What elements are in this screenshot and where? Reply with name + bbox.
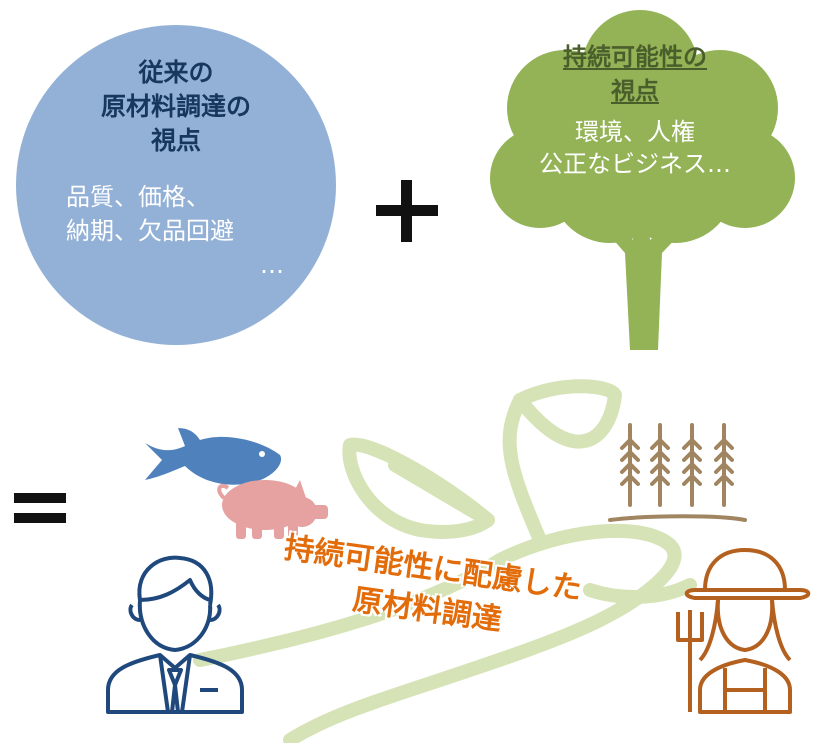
item-line: 品質、価格、: [66, 183, 210, 211]
ellipsis: …: [260, 251, 284, 279]
traditional-viewpoint-items: 品質、価格、 納期、欠品回避 …: [66, 180, 296, 282]
equals-icon: [14, 493, 66, 523]
businessman-icon: [106, 555, 244, 714]
tree-icon: [490, 10, 795, 350]
pig-icon: [217, 480, 328, 539]
fish-icon: [145, 428, 282, 485]
title-line: 持続可能性の: [563, 43, 707, 71]
wheat-icon: [608, 423, 747, 522]
title-line: 従来の: [138, 58, 214, 87]
plus-icon: [376, 180, 438, 242]
title-line: 視点: [150, 126, 201, 155]
item-line: 公正なビジネス…: [539, 150, 731, 178]
traditional-viewpoint-title: 従来の 原材料調達の 視点: [16, 56, 336, 158]
item-line: 環境、人権: [575, 118, 695, 146]
sustainability-viewpoint-items: 環境、人権 公正なビジネス…: [495, 116, 775, 180]
traditional-viewpoint-circle: [16, 25, 336, 345]
sustainable-procurement-illustration: [106, 379, 811, 743]
sustainability-viewpoint-title: 持続可能性の 視点: [510, 40, 760, 108]
item-line: 納期、欠品回避: [66, 217, 234, 245]
farmer-icon: [676, 548, 811, 714]
title-line: 原材料調達の: [100, 92, 251, 121]
title-line: 視点: [611, 77, 659, 105]
sprout-icon: [193, 379, 697, 743]
